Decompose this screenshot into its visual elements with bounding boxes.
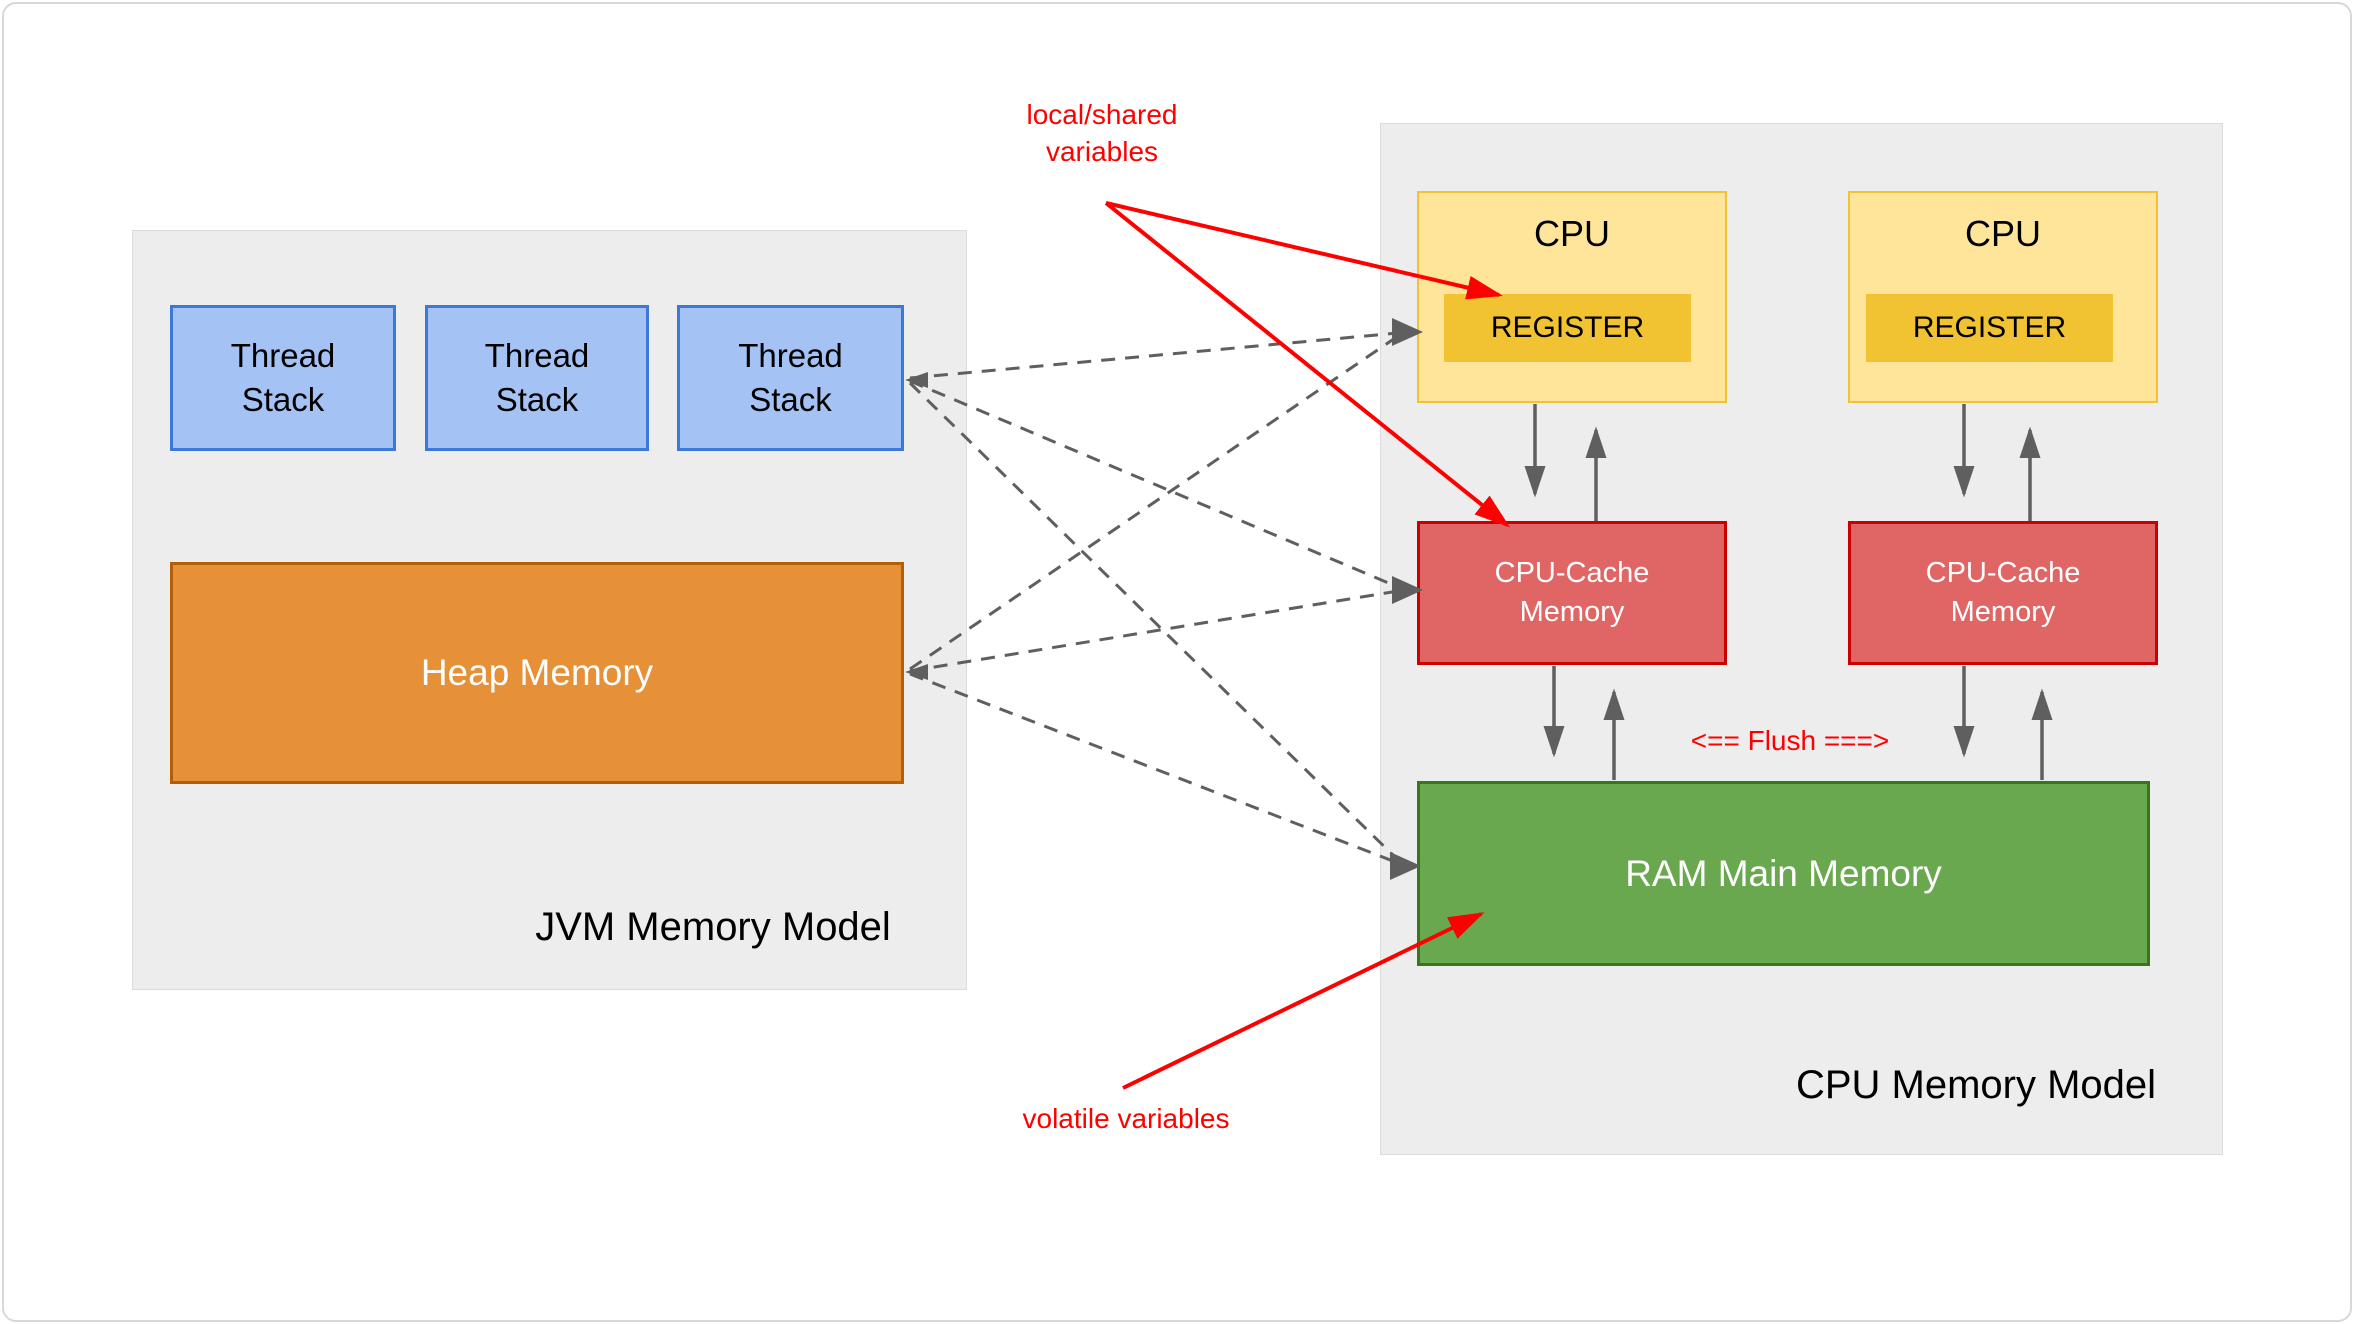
register-box-1: REGISTER (1444, 294, 1691, 362)
register-label: REGISTER (1490, 311, 1645, 344)
thread-stack-box-2: Thread Stack (425, 305, 649, 451)
thread-stack-box-1: Thread Stack (170, 305, 396, 451)
cpu-cache-box-1: CPU-Cache Memory (1417, 521, 1727, 665)
dashed-connector-stack-register (909, 331, 1399, 380)
register-label: REGISTER (1912, 311, 2067, 344)
heap-memory-label: Heap Memory (420, 652, 654, 693)
cpu-label: CPU (1533, 213, 1610, 254)
heap-memory-box: Heap Memory (170, 562, 904, 784)
cpu-label: CPU (1964, 213, 2041, 254)
dashed-connector-stack-ram (908, 381, 1400, 862)
thread-stack-label: Thread Stack (738, 337, 843, 418)
cpu-panel-title: CPU Memory Model (1795, 1063, 2157, 1107)
dashed-connector-heap-cache (909, 589, 1399, 673)
thread-stack-label: Thread Stack (230, 337, 336, 418)
register-box-2: REGISTER (1866, 294, 2113, 362)
jvm-panel-title: JVM Memory Model (535, 905, 891, 949)
ram-main-memory-box: RAM Main Memory (1417, 781, 2150, 966)
cpu-cache-box-2: CPU-Cache Memory (1848, 521, 2158, 665)
volatile-variables-label: volatile variables (1022, 1103, 1230, 1134)
local-shared-variables-label: local/shared variables (952, 96, 1252, 170)
cpu-cache-label: CPU-Cache Memory (1494, 557, 1650, 628)
dashed-connector-stack-cache (909, 379, 1399, 589)
thread-stack-box-3: Thread Stack (677, 305, 904, 451)
cpu-cache-label: CPU-Cache Memory (1925, 557, 2081, 628)
local-shared-variables-text: local/shared variables (1026, 99, 1178, 167)
flush-label: <== Flush ===> (1690, 725, 1890, 756)
thread-stack-label: Thread Stack (484, 337, 590, 418)
ram-label: RAM Main Memory (1625, 852, 1942, 894)
dashed-connector-heap-register (909, 334, 1399, 671)
dashed-connector-heap-ram (909, 672, 1399, 865)
